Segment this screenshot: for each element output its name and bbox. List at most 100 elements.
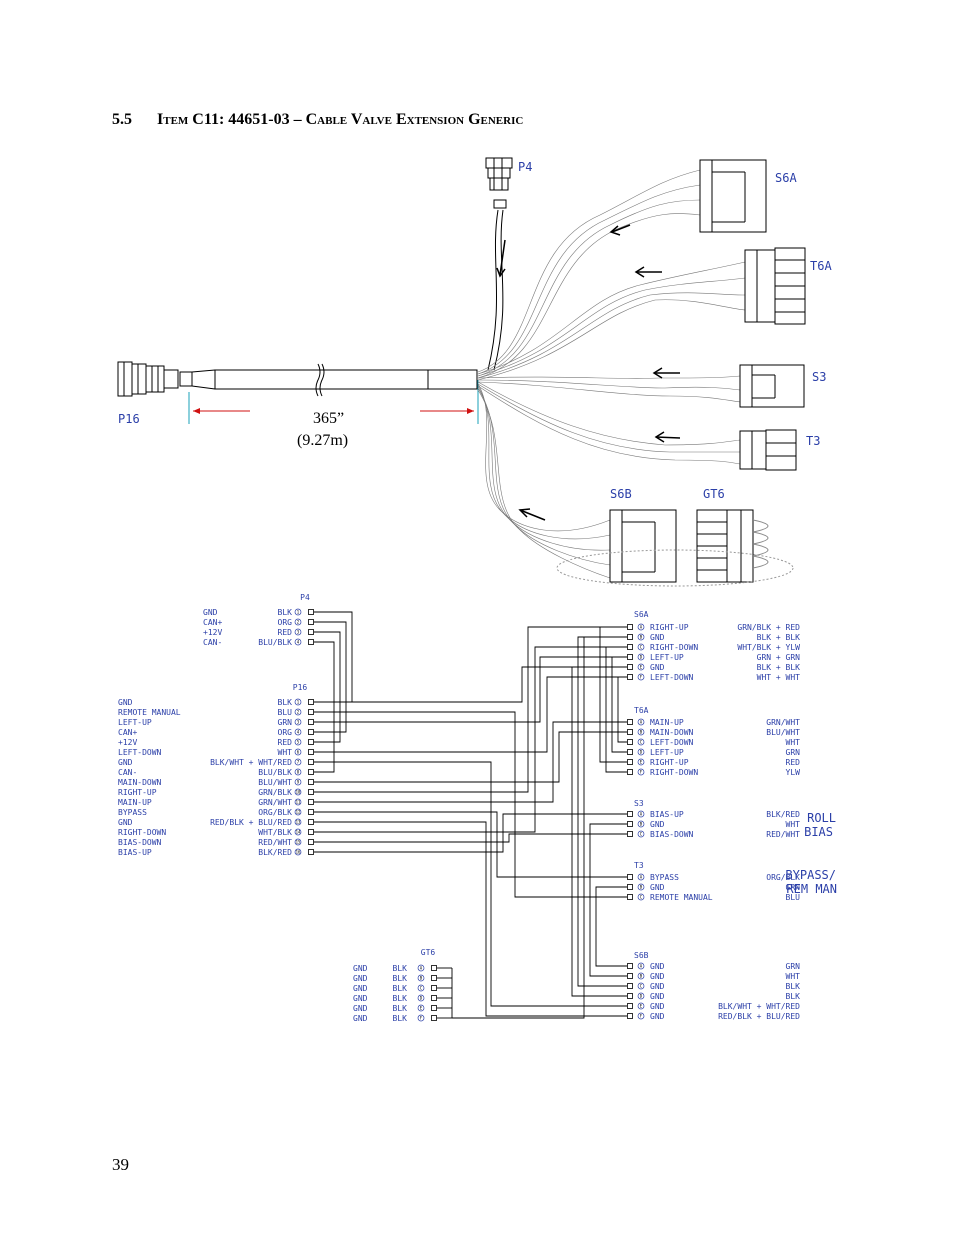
label-s6b: S6B	[610, 487, 632, 501]
label-t3: T3	[806, 434, 820, 448]
p16-wire-color: GRN/BLK	[258, 788, 292, 797]
wire	[314, 656, 627, 723]
t3-block-title: T3	[634, 861, 644, 870]
p4-pin-label: 2	[297, 620, 300, 625]
s6a-wire-color: WHT + WHT	[757, 673, 801, 682]
t6a-pin-circle	[637, 738, 645, 746]
s3-block-title: S3	[634, 799, 644, 808]
t6a-terminal	[627, 729, 633, 735]
s6b-pin-label: B	[640, 974, 643, 979]
t6a-terminal	[627, 739, 633, 745]
p16-terminal	[308, 719, 314, 725]
s6b-pin-circle	[637, 1012, 645, 1020]
p4-pin-label: 4	[297, 640, 300, 645]
s6b-wire-color: BLK	[786, 982, 801, 991]
t3-pin-circle	[637, 893, 645, 901]
t6a-pin-label: D	[640, 750, 643, 755]
p16-signal-name: GND	[118, 758, 133, 767]
label-p16: P16	[118, 412, 140, 426]
p16-pin-circle	[294, 748, 302, 756]
p16-signal-name: MAIN-UP	[118, 798, 152, 807]
length-metric: (9.27m)	[297, 432, 348, 449]
t3-signal-name: REMOTE MANUAL	[650, 893, 713, 902]
wire	[617, 676, 627, 743]
s3-pin-circle	[637, 810, 645, 818]
p16-wire-color: BLK	[278, 698, 293, 707]
s3-connector-drawing	[739, 364, 805, 408]
s6a-terminal	[627, 674, 633, 680]
p16-wire-color: GRN	[278, 718, 293, 727]
gt6-wire-color: BLK	[393, 964, 408, 973]
t6a-pin-circle	[637, 768, 645, 776]
t3-terminal	[627, 884, 633, 890]
p4-terminal	[308, 619, 314, 625]
s6a-pin-circle	[637, 653, 645, 661]
t6a-wire-color: RED	[786, 758, 801, 767]
s6a-terminal	[627, 644, 633, 650]
t6a-wire-color: BLU/WHT	[766, 728, 800, 737]
t6a-signal-name: MAIN-DOWN	[650, 728, 694, 737]
s3-pin-label: B	[640, 822, 643, 827]
p4-connector-drawing	[485, 157, 513, 371]
p16-signal-name: +12V	[118, 738, 137, 747]
p16-pin-label: 5	[297, 740, 300, 745]
p16-pin-circle	[294, 728, 302, 736]
s6b-pin-label: C	[640, 984, 643, 989]
s3-signal-name: BIAS-UP	[650, 810, 684, 819]
p16-terminal	[308, 809, 314, 815]
p16-terminal	[308, 709, 314, 715]
p16-signal-name: MAIN-DOWN	[118, 778, 162, 787]
gt6-pin-label: C	[420, 986, 423, 991]
s3-pin-circle	[637, 830, 645, 838]
p16-connector-drawing	[117, 361, 193, 397]
wire	[452, 636, 627, 1019]
harness-drawing: 365” (9.27m)	[117, 157, 832, 587]
p16-pin-label: 10	[296, 790, 301, 795]
p16-pin-circle	[294, 718, 302, 726]
p16-pin-label: 3	[297, 720, 300, 725]
title-dash: –	[293, 111, 302, 128]
s6a-pin-circle	[637, 663, 645, 671]
p16-signal-name: GND	[118, 818, 133, 827]
label-s6a: S6A	[775, 171, 797, 185]
s6b-signal-name: GND	[650, 992, 665, 1001]
p16-terminal	[308, 829, 314, 835]
gt6-wire-color: BLK	[393, 974, 408, 983]
s6b-signal-name: GND	[650, 962, 665, 971]
p16-terminal	[308, 749, 314, 755]
p16-terminal	[308, 699, 314, 705]
p16-wire-color: RED/WHT	[258, 838, 292, 847]
s6b-pin-label: F	[640, 1014, 643, 1019]
gt6-wire-color: BLK	[393, 984, 408, 993]
label-p4: P4	[518, 160, 532, 174]
gt6-pin-label: A	[420, 966, 423, 971]
label-s3: S3	[812, 370, 826, 384]
p16-terminal	[308, 839, 314, 845]
s3-terminal	[627, 821, 633, 827]
t3-terminal	[627, 894, 633, 900]
p16-signal-name: BIAS-DOWN	[118, 838, 162, 847]
s6a-terminal	[627, 634, 633, 640]
p16-pin-circle	[294, 738, 302, 746]
s6b-connector-drawing	[609, 509, 677, 583]
p16-wire-color: BLU/BLK	[258, 768, 292, 777]
p4-terminal	[308, 609, 314, 615]
p16-pin-label: 8	[297, 770, 300, 775]
s3-wire-color: BLK/RED	[766, 810, 800, 819]
t6a-wire-color: YLW	[786, 768, 801, 777]
s6b-pin-circle	[637, 962, 645, 970]
s6b-pin-circle	[637, 1002, 645, 1010]
s6a-block-title: S6A	[634, 610, 649, 619]
wire	[314, 821, 627, 1017]
gt6-pin-label: E	[420, 1006, 423, 1011]
wire	[577, 636, 627, 987]
s6a-signal-name: RIGHT-UP	[650, 623, 689, 632]
gt6-wire-color: BLK	[393, 1004, 408, 1013]
t3-wire-color: ORG/BLK	[766, 873, 800, 882]
t6a-terminal	[627, 759, 633, 765]
item-label: Item C11:	[157, 111, 225, 128]
p16-pin-label: 16	[296, 850, 301, 855]
p4-pin-label: 3	[297, 630, 300, 635]
s6b-terminal	[627, 963, 633, 969]
